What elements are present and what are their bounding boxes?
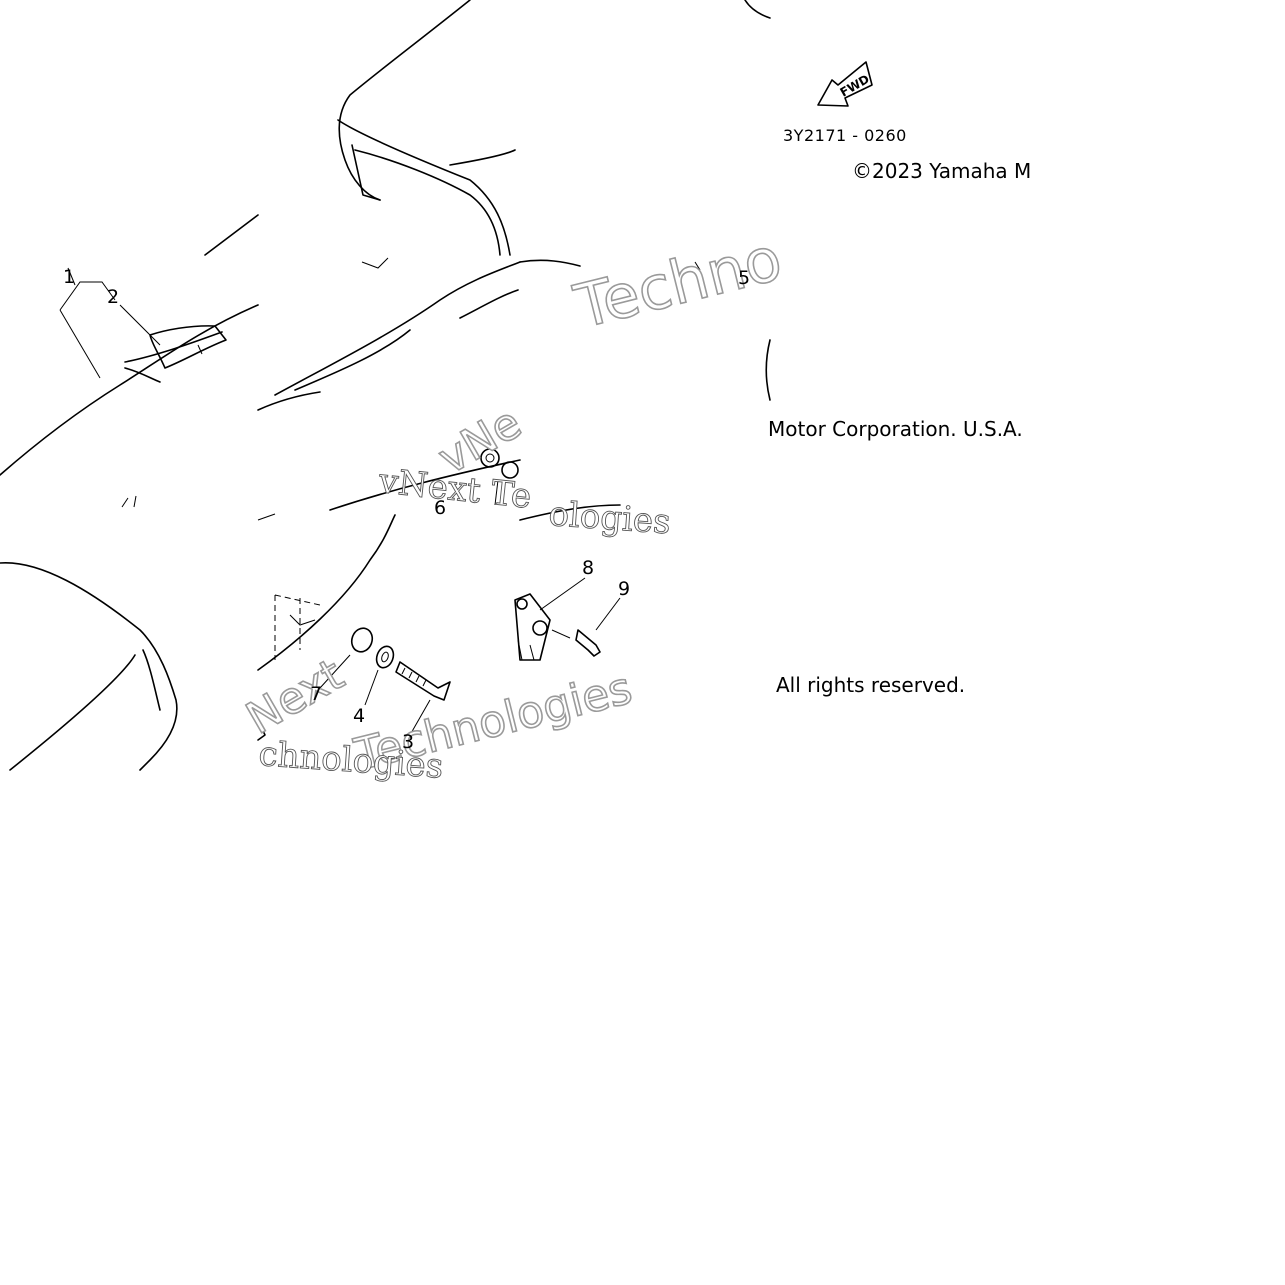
watermark-text: Techno bbox=[568, 224, 789, 343]
callout-4: 4 bbox=[353, 705, 365, 727]
callout-9: 9 bbox=[618, 578, 630, 600]
callout-5: 5 bbox=[738, 267, 750, 289]
part-4-washer bbox=[364, 645, 395, 706]
part-8-seat-lock bbox=[514, 577, 586, 661]
seat-rear-outline bbox=[0, 495, 178, 771]
seat-lock-bracket-outline bbox=[519, 259, 771, 521]
callout-2: 2 bbox=[107, 286, 119, 308]
seat-top-outline bbox=[337, 0, 771, 269]
copyright-line-3: All rights reserved. bbox=[776, 673, 965, 697]
watermark-text: Next bbox=[238, 649, 352, 744]
callout-7: 7 bbox=[310, 683, 322, 705]
callout-3: 3 bbox=[402, 731, 414, 753]
part-7-spacer bbox=[319, 627, 374, 689]
watermark-text: chnologies bbox=[257, 734, 444, 787]
callout-1: 1 bbox=[63, 266, 75, 288]
callout-8: 8 bbox=[582, 557, 594, 579]
seat-emblem-patch bbox=[124, 325, 227, 383]
part-9-screw bbox=[551, 597, 621, 657]
seat-front-outline bbox=[0, 214, 259, 476]
figure-code: 3Y2171 - 0260 bbox=[783, 126, 907, 145]
watermark-text: ologies bbox=[547, 494, 672, 542]
part-6-nut bbox=[480, 448, 519, 506]
part-3-bolt bbox=[395, 661, 451, 736]
callout-leaders-1-2 bbox=[59, 267, 161, 379]
copyright-line-1: ©2023 Yamaha M bbox=[852, 159, 1031, 183]
callout-6: 6 bbox=[434, 497, 446, 519]
seat-hinge-area bbox=[257, 514, 396, 741]
fwd-arrow-icon: FWD bbox=[817, 61, 873, 107]
fwd-label: FWD bbox=[838, 72, 872, 100]
copyright-line-2: Motor Corporation. U.S.A. bbox=[768, 417, 1023, 441]
